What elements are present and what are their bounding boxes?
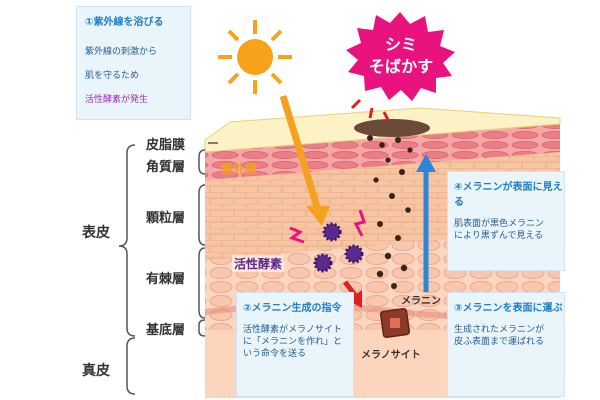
info-box-visible-title: ④メラニンが表面に見える bbox=[454, 182, 563, 208]
spot-burst bbox=[346, 12, 455, 121]
uv-label: 紫外線 bbox=[221, 162, 258, 176]
active-oxygen-particles bbox=[313, 222, 364, 273]
info-box-uv-line2: 肌を守るため bbox=[85, 71, 140, 81]
info-box-signal: ②メラニン生成の指令 活性酵素がメラノサイト に「メラニンを作れ」と いう命令を… bbox=[236, 292, 354, 397]
sun-icon bbox=[218, 20, 292, 94]
melanin-particles bbox=[367, 135, 413, 289]
layer-brackets bbox=[118, 142, 218, 395]
layer-label-spinous: 有棘層 bbox=[146, 272, 186, 287]
uv-arrow bbox=[279, 94, 330, 226]
layer-label-granular: 顆粒層 bbox=[146, 211, 186, 226]
info-box-uv-line1: 紫外線の刺激から bbox=[85, 47, 158, 57]
info-box-transport-title: ③メラニンを表面に運ぶ bbox=[454, 303, 563, 314]
ros-label: 活性酵素 bbox=[232, 255, 285, 272]
info-box-uv: ①紫外線を浴びる 紫外線の刺激から 肌を守るため 活性酵素が発生 bbox=[76, 6, 191, 120]
layer-label-sebum: 皮脂膜 bbox=[146, 138, 186, 153]
burst-line1: シミ bbox=[385, 35, 417, 54]
melanocyte-cell bbox=[379, 307, 411, 339]
melanocyte-label: メラノサイト bbox=[361, 350, 421, 361]
zigzag-icon bbox=[288, 209, 366, 244]
layer-label-horny: 角質層 bbox=[146, 160, 186, 175]
layer-label-basal: 基底層 bbox=[146, 323, 186, 338]
dark-spot bbox=[354, 119, 430, 137]
info-box-visible-text: 肌表面が黒色メラニン により黒ずんで見える bbox=[454, 219, 545, 241]
melanin-label: メラニン bbox=[401, 296, 441, 307]
info-box-signal-title: ②メラニン生成の指令 bbox=[243, 303, 342, 314]
transport-arrow bbox=[416, 154, 436, 292]
group-label-dermis: 真皮 bbox=[82, 363, 110, 379]
info-box-visible: ④メラニンが表面に見える 肌表面が黒色メラニン により黒ずんで見える bbox=[447, 171, 565, 271]
info-box-transport: ③メラニンを表面に運ぶ 生成されたメラニンが 皮ふ表面まで運ばれる bbox=[447, 292, 565, 397]
info-box-transport-text: 生成されたメラニンが 皮ふ表面まで運ばれる bbox=[454, 325, 545, 347]
info-box-signal-text: 活性酵素がメラノサイト に「メラニンを作れ」と いう命令を送る bbox=[243, 325, 343, 359]
info-box-uv-line3: 活性酵素が発生 bbox=[85, 95, 149, 105]
info-box-uv-title: ①紫外線を浴びる bbox=[85, 17, 164, 28]
group-label-epidermis: 表皮 bbox=[82, 225, 110, 241]
burst-line2: そばかす bbox=[369, 57, 433, 76]
